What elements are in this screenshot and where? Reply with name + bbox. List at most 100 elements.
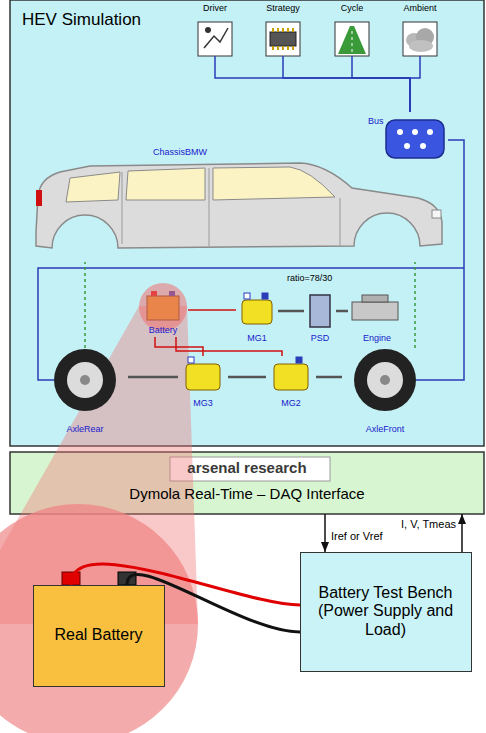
gear-set bbox=[310, 295, 330, 327]
connector bbox=[410, 56, 420, 112]
connector bbox=[336, 310, 348, 313]
node-label: MG2 bbox=[266, 398, 316, 408]
ambient-icon bbox=[403, 22, 437, 56]
rim bbox=[67, 362, 103, 398]
motor-symbol bbox=[242, 293, 272, 324]
connector bbox=[228, 376, 266, 379]
engine-block bbox=[352, 302, 398, 320]
bus-pin bbox=[412, 129, 418, 135]
road-line bbox=[352, 30, 353, 52]
node-label: MG3 bbox=[178, 398, 228, 408]
signal-label: I, V, Tmeas bbox=[380, 518, 456, 531]
signal-wire bbox=[38, 140, 464, 380]
connector bbox=[352, 56, 410, 112]
block-icon: Strategy bbox=[258, 3, 308, 56]
node-label: AxleFront bbox=[342, 424, 428, 434]
tyre bbox=[54, 349, 116, 411]
node-body: Dymola Real-Time – DAQ Interface bbox=[10, 485, 484, 502]
motor-block: MG1 bbox=[236, 293, 278, 345]
node-label: ChassisBMW bbox=[135, 147, 225, 157]
connector bbox=[155, 337, 203, 356]
node-label: Driver bbox=[190, 3, 240, 13]
cloud bbox=[409, 40, 433, 52]
motor-block: MG2 bbox=[266, 356, 316, 412]
wheel bbox=[54, 349, 416, 411]
gear-block: PSD bbox=[304, 290, 336, 345]
bus-block: Bus bbox=[366, 112, 450, 162]
node-label: Real Battery bbox=[36, 626, 161, 644]
icon-frame bbox=[335, 22, 369, 56]
motor-body bbox=[274, 364, 308, 390]
node-label: MG1 bbox=[236, 333, 278, 343]
motor-block: MG3 bbox=[178, 356, 228, 412]
car-shell bbox=[36, 163, 442, 248]
axle-block: AxleRear bbox=[42, 348, 128, 438]
connector bbox=[324, 514, 326, 552]
terminal bbox=[244, 293, 250, 299]
driver-head bbox=[205, 27, 211, 33]
terminal bbox=[188, 357, 194, 363]
engine-symbol bbox=[352, 295, 398, 320]
simulation-panel bbox=[10, 0, 484, 446]
connector bbox=[316, 376, 342, 379]
connector bbox=[283, 56, 410, 112]
interface-band: arsenal researchDymola Real-Time – DAQ I… bbox=[10, 452, 484, 514]
head-light bbox=[432, 210, 441, 218]
node-label: HEV Simulation bbox=[22, 10, 192, 30]
tyre bbox=[354, 349, 416, 411]
node-label: Cycle bbox=[327, 3, 377, 13]
axle-block: AxleFront bbox=[342, 348, 428, 438]
node-label: Battery Test Bench (Power Supply and Loa… bbox=[313, 584, 458, 639]
rim bbox=[367, 362, 403, 398]
car-body bbox=[36, 163, 442, 248]
node-label: AxleRear bbox=[42, 424, 128, 434]
terminal bbox=[296, 357, 302, 363]
node-label: PSD bbox=[300, 333, 340, 343]
motor-symbol bbox=[186, 357, 308, 390]
simulation-panel: HEV SimulationDriver Strategy Cycle Ambient… bbox=[10, 0, 484, 446]
ratio-label: ratio=78/30 bbox=[287, 273, 332, 284]
engine-block: Engine bbox=[348, 290, 406, 345]
icon-frame bbox=[198, 22, 232, 56]
road bbox=[338, 26, 366, 54]
icon-frame bbox=[403, 22, 437, 56]
node-label: Engine bbox=[348, 333, 406, 343]
chassis-block: ChassisBMW bbox=[30, 163, 445, 262]
motor-body bbox=[242, 300, 272, 324]
hub bbox=[80, 375, 90, 385]
hub bbox=[380, 375, 390, 385]
battery-block: Battery bbox=[138, 285, 188, 337]
connector bbox=[128, 376, 178, 379]
battery-symbol bbox=[139, 283, 187, 331]
strategy-icon bbox=[266, 22, 300, 56]
signal-label: Iref or Vref bbox=[331, 530, 401, 543]
bus-pin bbox=[427, 129, 433, 135]
connector bbox=[215, 56, 410, 112]
bus-pin bbox=[420, 143, 426, 149]
bus-pin bbox=[404, 143, 410, 149]
connector bbox=[188, 309, 236, 311]
connector bbox=[414, 262, 416, 348]
node-label: arsenal research bbox=[10, 459, 484, 476]
motor-body bbox=[186, 364, 220, 390]
block-icon: Ambient bbox=[395, 3, 445, 56]
chip-body bbox=[270, 32, 296, 46]
engine-head bbox=[362, 295, 388, 302]
highlight-dot bbox=[139, 283, 187, 331]
node-label: Battery bbox=[132, 325, 194, 335]
bus-symbol bbox=[386, 120, 444, 158]
bus-body bbox=[386, 120, 444, 158]
test-bench-box: Battery Test Bench (Power Supply and Loa… bbox=[300, 552, 472, 672]
node-label: Strategy bbox=[258, 3, 308, 13]
node-label: Bus bbox=[368, 116, 392, 126]
car-window bbox=[66, 167, 335, 202]
terminal bbox=[262, 293, 268, 299]
battery-box: Real Battery bbox=[33, 585, 165, 687]
driver-curve bbox=[204, 28, 228, 48]
connector bbox=[278, 310, 304, 313]
block-icon: Driver bbox=[190, 3, 240, 56]
chip-pins bbox=[273, 28, 293, 50]
connector bbox=[461, 514, 463, 552]
icon-frame bbox=[266, 22, 300, 56]
